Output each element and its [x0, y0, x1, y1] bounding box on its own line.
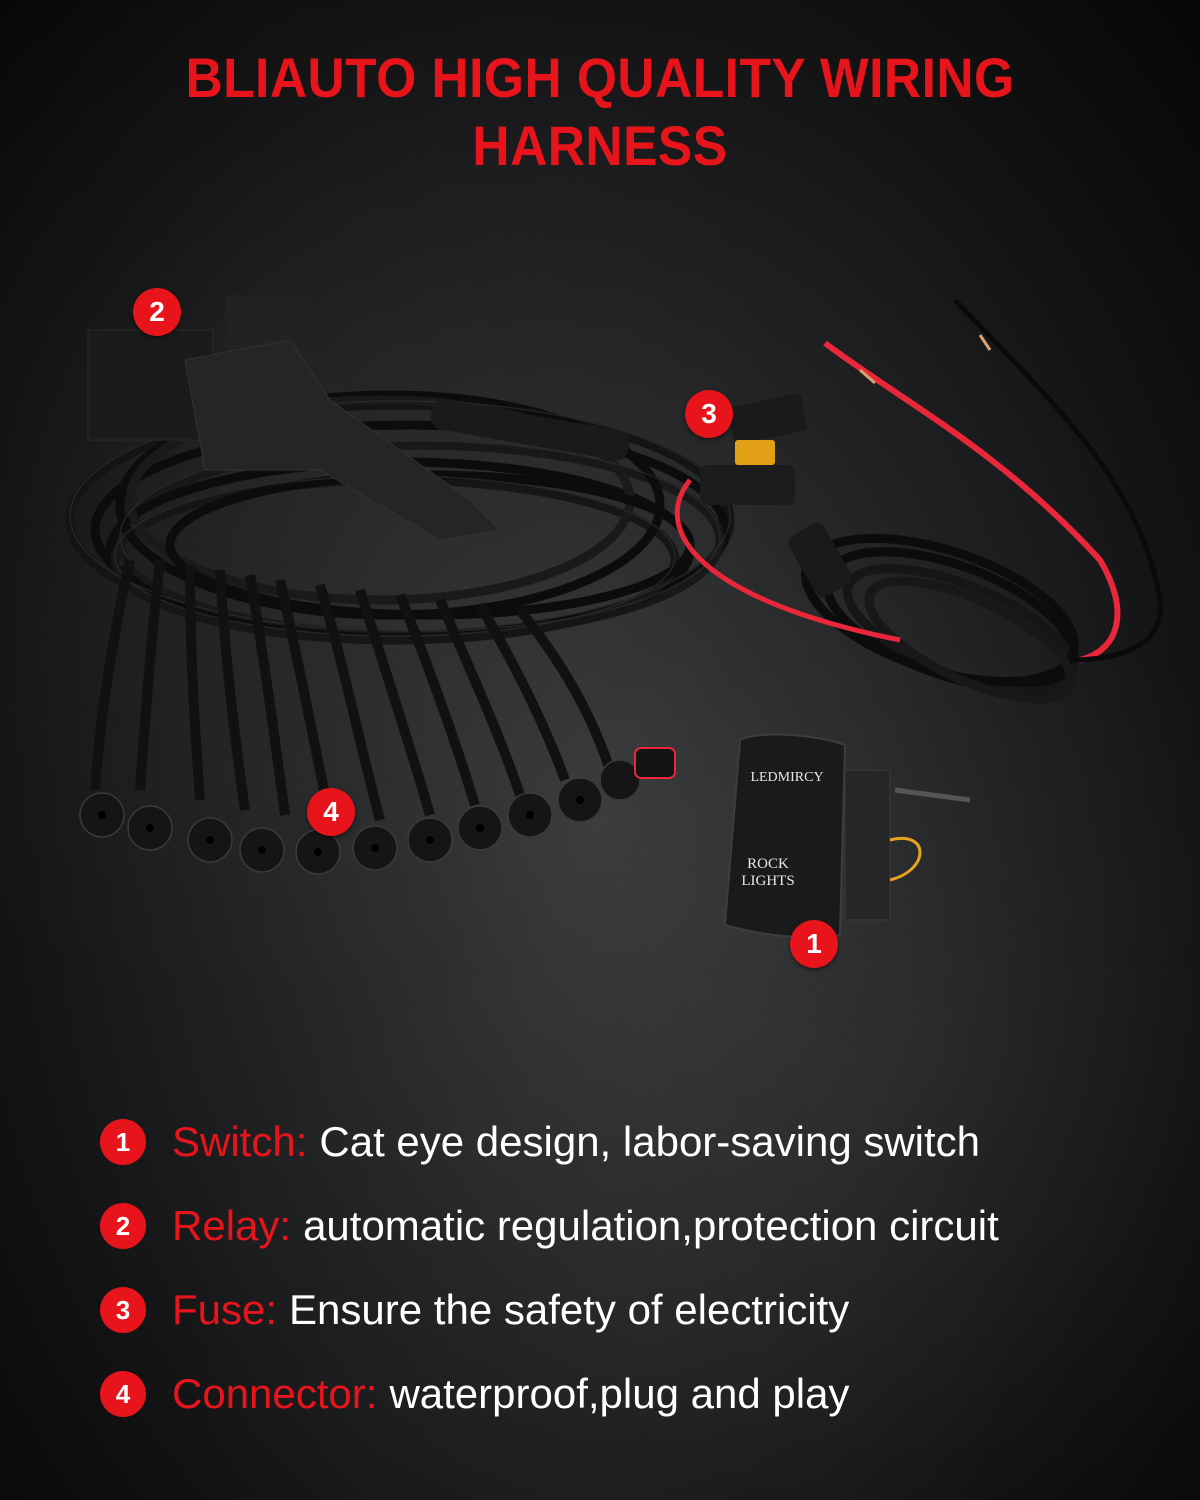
feature-item-connector: 4 Connector: waterproof,plug and play [100, 1352, 1150, 1436]
callout-badge-connector: 4 [307, 788, 355, 836]
feature-description: waterproof,plug and play [389, 1370, 850, 1417]
feature-number-badge: 2 [100, 1203, 146, 1249]
feature-description: Cat eye design, labor-saving switch [319, 1118, 981, 1165]
feature-number-badge: 4 [100, 1371, 146, 1417]
callout-badge-switch: 1 [790, 920, 838, 968]
feature-list: 1 Switch: Cat eye design, labor-saving s… [100, 1100, 1150, 1436]
feature-number-badge: 1 [100, 1119, 146, 1165]
switch-label-text: ROCK LIGHTS [738, 856, 798, 890]
wiring-harness-image: LEDMIRCY ROCK LIGHTS 1 2 3 4 [0, 250, 1200, 1010]
feature-key: Switch: [172, 1118, 308, 1165]
callout-badge-fuse: 3 [685, 390, 733, 438]
title-line-2: HARNESS [472, 114, 728, 177]
feature-item-relay: 2 Relay: automatic regulation,protection… [100, 1184, 1150, 1268]
feature-key: Fuse: [172, 1286, 278, 1333]
harness-illustration [65, 295, 1163, 938]
callout-badge-relay: 2 [133, 288, 181, 336]
title-line-1: BLIAUTO HIGH QUALITY WIRING [185, 46, 1015, 109]
feature-description: automatic regulation,protection circuit [303, 1202, 999, 1249]
switch-label-line-2: LIGHTS [741, 873, 795, 889]
switch-brand-text: LEDMIRCY [750, 770, 824, 785]
feature-number-badge: 3 [100, 1287, 146, 1333]
page-title: BLIAUTO HIGH QUALITY WIRING HARNESS [48, 44, 1152, 180]
feature-item-switch: 1 Switch: Cat eye design, labor-saving s… [100, 1100, 1150, 1184]
feature-key: Relay: [172, 1202, 292, 1249]
feature-description: Ensure the safety of electricity [289, 1286, 850, 1333]
feature-key: Connector: [172, 1370, 378, 1417]
feature-item-fuse: 3 Fuse: Ensure the safety of electricity [100, 1268, 1150, 1352]
switch-label-line-1: ROCK [747, 856, 789, 872]
